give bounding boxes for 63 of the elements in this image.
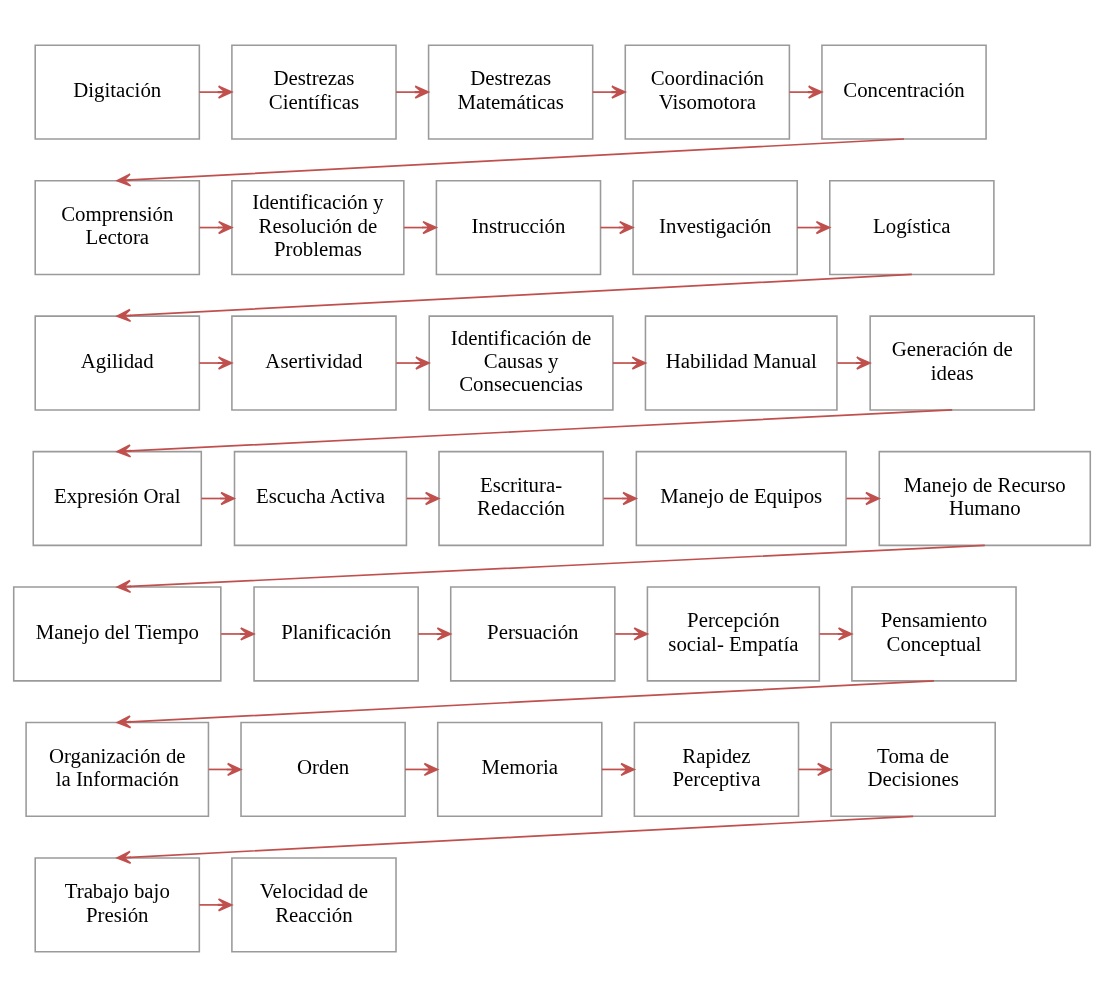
node-box: Destrezas Científicas [231,43,397,140]
arrow [116,544,986,593]
node-box: Escucha Activa [233,450,408,546]
node-box: Toma de Decisiones [830,721,996,817]
arrow [788,84,823,99]
arrow [405,491,440,505]
node-box: Organización de la Información [25,721,210,817]
node-box: Persuación [449,585,616,682]
arrow [198,84,233,99]
node-box: Investigación [632,179,798,275]
node-box: Destrezas Matemáticas [427,43,594,140]
node-box: Expresión Oral [32,450,203,546]
node-box: Instrucción [435,179,602,275]
arrow [198,897,233,912]
node-box: Habilidad Manual [644,314,838,411]
node-box: Rapidez Perceptiva [633,721,800,817]
arrow [845,491,880,505]
arrow [403,220,437,234]
arrow [395,355,430,370]
node-box: Manejo de Equipos [635,450,847,546]
node-box: Comprensión Lectora [34,179,201,275]
node-box: Manejo del Tiempo [12,585,222,682]
arrow [796,220,831,234]
node-box: Orden [240,721,406,817]
arrow [207,762,242,776]
node-box: Generación de ideas [869,314,1036,411]
node-box: Memoria [436,721,603,817]
node-box: Trabajo bajo Presión [34,856,201,953]
arrow [395,84,430,99]
arrow [612,355,647,370]
arrow [116,679,935,729]
arrow [116,273,913,322]
arrow [836,355,871,370]
node-box: Concentración [821,43,987,140]
arrow [797,762,832,776]
arrow [591,84,626,99]
arrow [116,814,914,864]
arrow [599,220,634,234]
node-box: Percepción social- Empatía [646,585,821,682]
node-box: Asertividad [231,314,397,411]
node-box: Identificación y Resolución de Problemas [231,179,405,275]
arrow [116,408,954,458]
arrow [818,626,853,641]
arrow [404,762,439,776]
arrow [200,491,235,505]
arrow [417,626,452,641]
node-box: Digitación [34,43,201,140]
node-box: Logística [829,179,995,275]
arrow [614,626,649,641]
arrow [220,626,255,641]
arrow [198,355,233,370]
node-box: Pensamiento Conceptual [851,585,1017,682]
node-box: Velocidad de Reacción [231,856,397,953]
arrow [602,491,637,505]
arrow [198,220,233,234]
node-box: Identificación de Causas y Consecuencias [428,314,614,411]
node-box: Planificación [253,585,419,682]
arrow [116,137,905,187]
node-box: Escritura- Redacción [438,450,604,546]
node-box: Coordinación Visomotora [624,43,791,140]
node-box: Agilidad [34,314,201,411]
node-box: Manejo de Recurso Humano [878,450,1092,546]
arrow [601,762,635,776]
